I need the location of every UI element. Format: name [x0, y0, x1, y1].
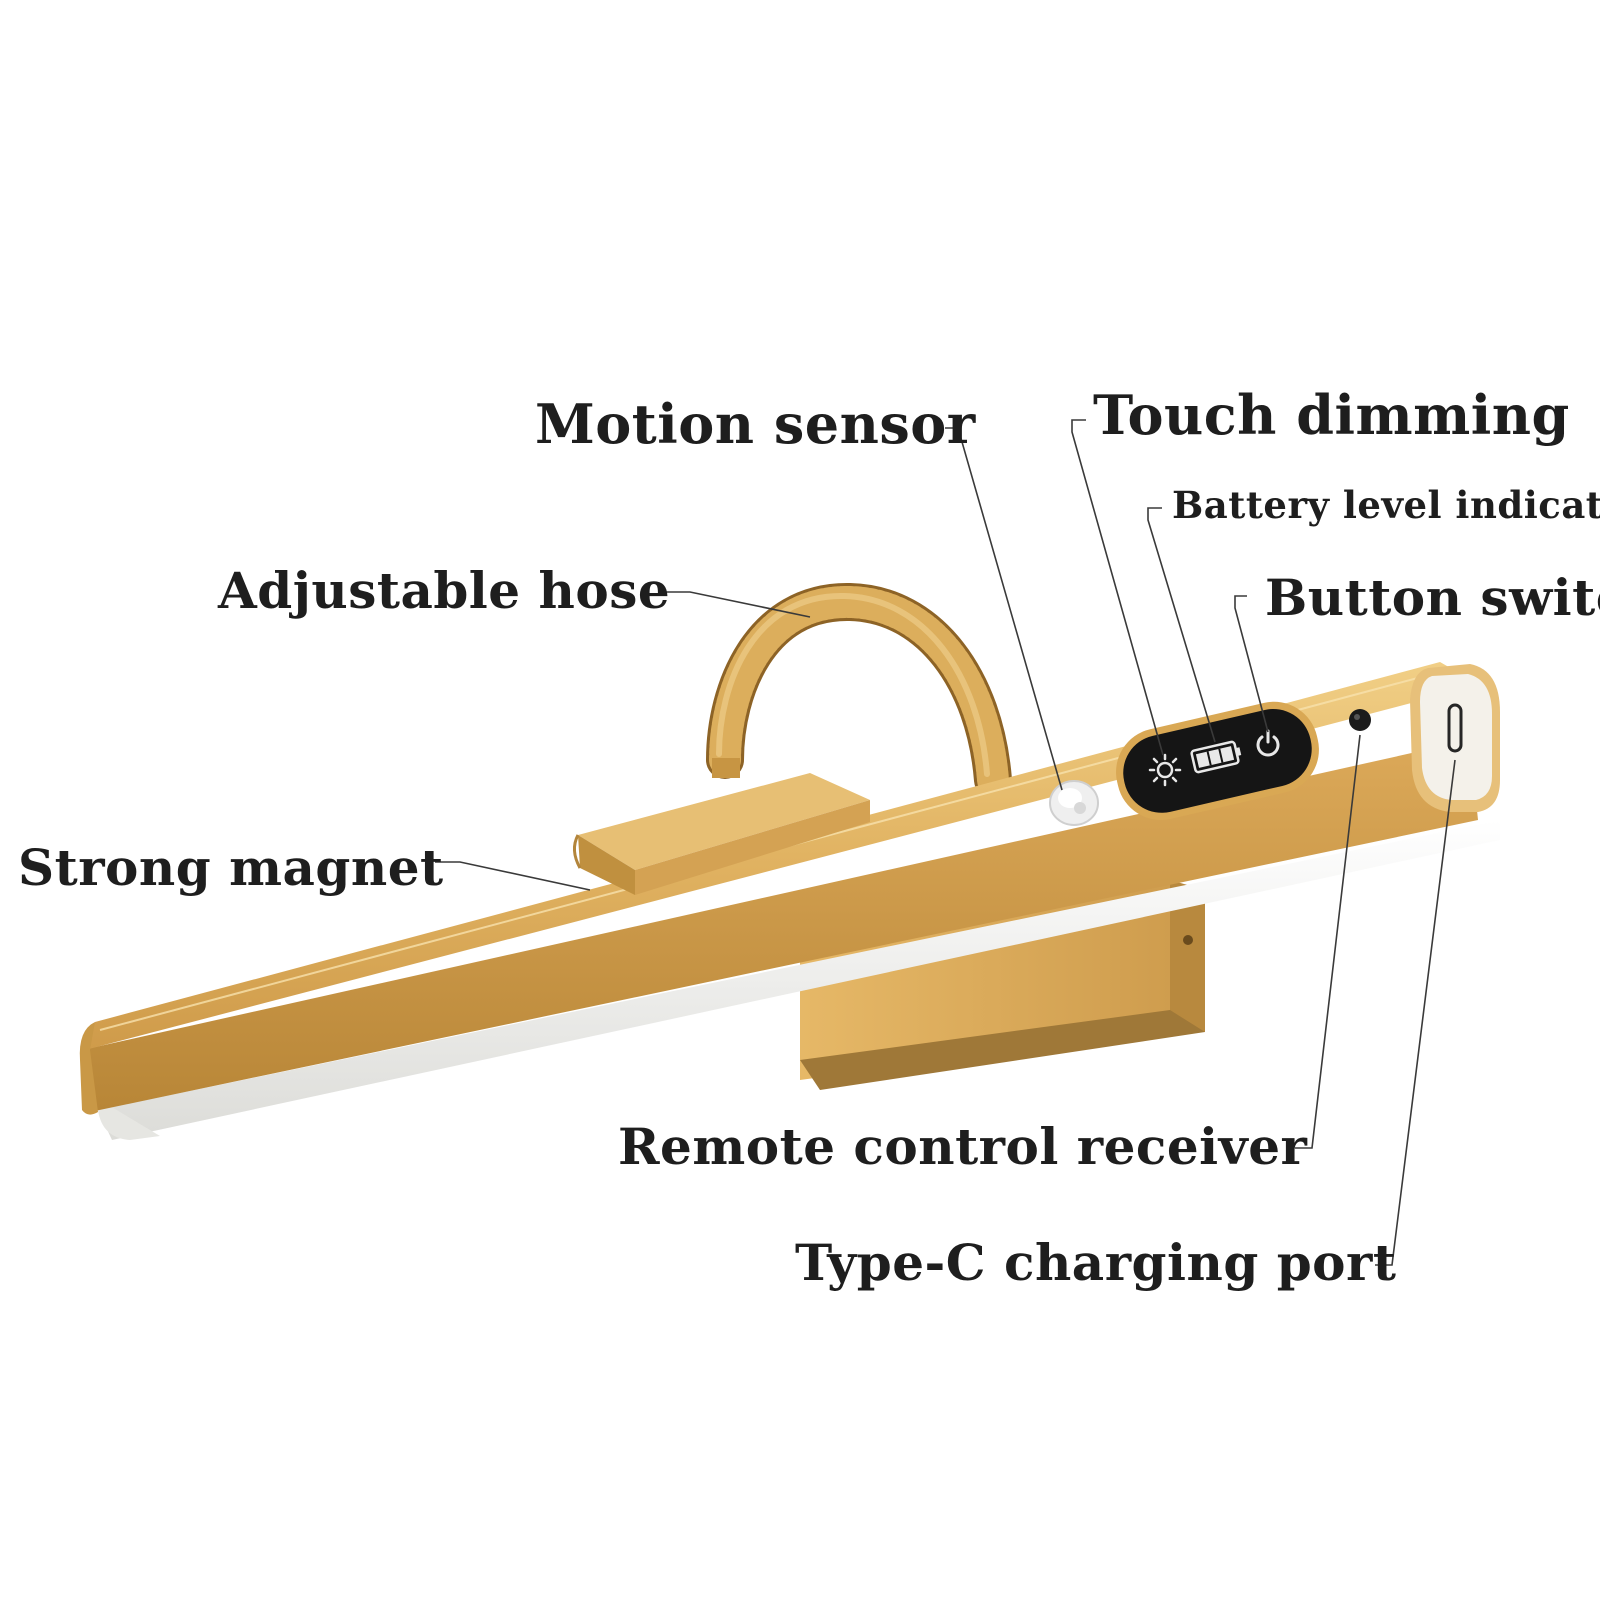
screw-hole-icon — [1183, 935, 1193, 945]
label-touch-dimming: Touch dimming — [1093, 383, 1570, 447]
label-motion-sensor: Motion sensor — [535, 392, 976, 456]
magnet-block — [573, 773, 870, 895]
remote-receiver — [1349, 709, 1371, 731]
battery-icon — [1190, 740, 1242, 774]
label-adjustable-hose: Adjustable hose — [218, 561, 671, 620]
label-typec-port: Type-C charging port — [795, 1233, 1397, 1292]
label-remote-receiver: Remote control receiver — [618, 1117, 1308, 1176]
sun-icon — [1148, 753, 1182, 787]
label-battery-indicator: Battery level indicator — [1172, 483, 1600, 527]
hose — [706, 582, 1012, 799]
leader-lines — [435, 419, 1456, 1266]
usb-c-port-icon — [1447, 703, 1463, 753]
power-icon — [1256, 729, 1280, 757]
motion-sensor — [1049, 780, 1099, 826]
end-cap — [1410, 664, 1500, 812]
label-button-switch: Button switch — [1265, 568, 1600, 627]
label-strong-magnet: Strong magnet — [18, 838, 444, 897]
